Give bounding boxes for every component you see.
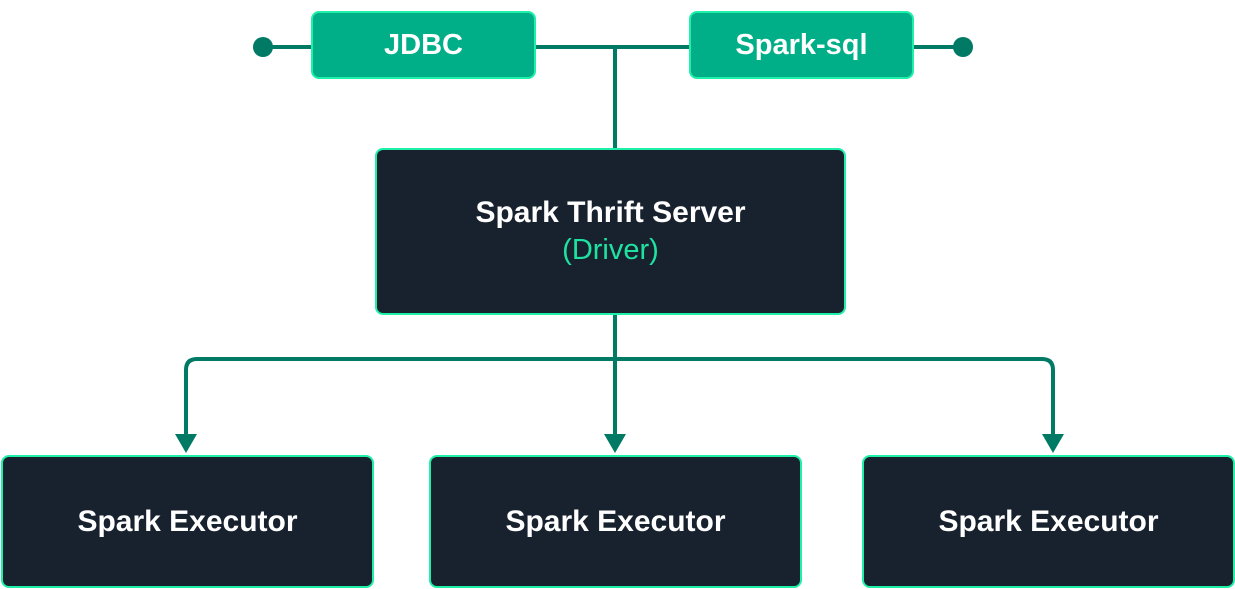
jdbc-label: JDBC (384, 28, 463, 61)
spark-sql-node: Spark-sql (689, 11, 914, 79)
spark-sql-label: Spark-sql (735, 28, 868, 61)
jdbc-node: JDBC (311, 11, 536, 79)
endpoint-dot-right (953, 37, 973, 57)
executor-node: Spark Executor (862, 455, 1235, 588)
executor-label: Spark Executor (77, 504, 298, 538)
driver-node: Spark Thrift Server (Driver) (375, 148, 846, 315)
executor-label: Spark Executor (938, 504, 1159, 538)
arrow-head-1 (175, 434, 197, 453)
endpoint-dot-left (253, 37, 273, 57)
executor-node: Spark Executor (429, 455, 802, 588)
driver-subtitle: (Driver) (562, 234, 659, 266)
arrow-head-2 (604, 434, 626, 453)
driver-to-executors-branch (184, 357, 1055, 440)
arrow-head-3 (1042, 434, 1064, 453)
executor-label: Spark Executor (505, 504, 726, 538)
executor-node: Spark Executor (1, 455, 374, 588)
driver-title: Spark Thrift Server (475, 196, 746, 229)
